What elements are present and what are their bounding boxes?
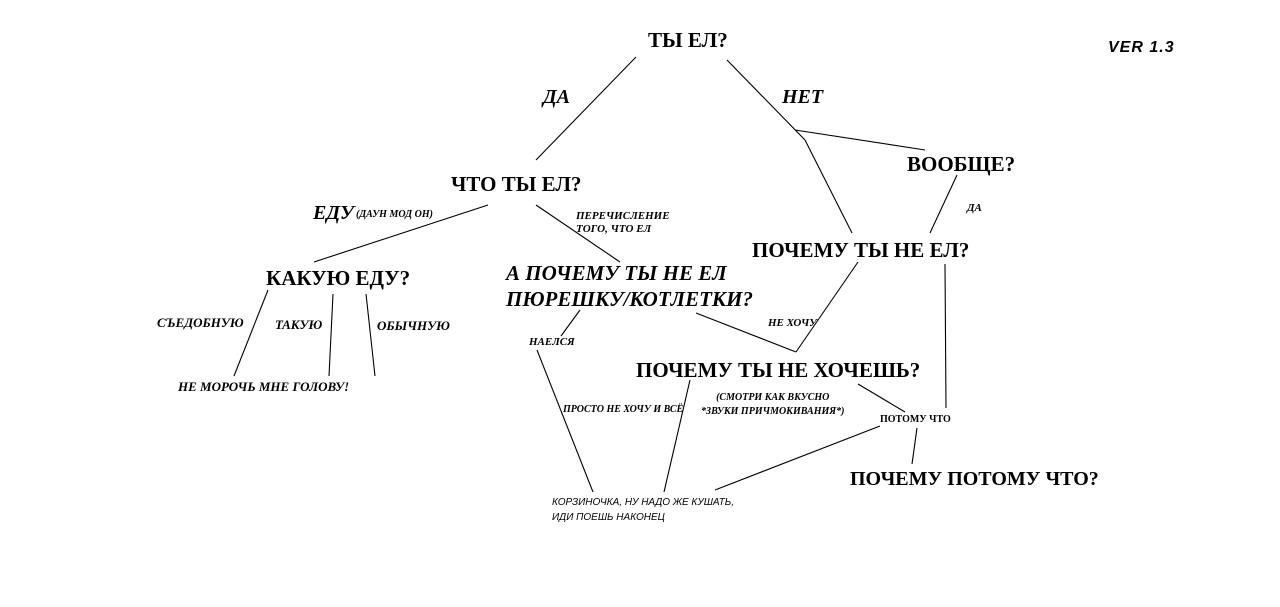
edge-branch-at-all: [794, 129, 926, 151]
answer-dont-bother: НЕ МОРОЧЬ МНЕ ГОЛОВУ!: [178, 379, 350, 394]
edge-full-basket: [536, 349, 594, 493]
edge-food-ordinary: [365, 293, 376, 377]
answer-food: ЕДУ: [313, 202, 354, 224]
answer-dont-want: НЕ ХОЧУ: [768, 317, 817, 329]
answer-listing: ПЕРЕЧИСЛЕНИЕ ТОГО, ЧТО ЕЛ: [576, 210, 670, 236]
answer-yes-small: ДА: [967, 202, 982, 214]
answer-yes: ДА: [543, 86, 571, 108]
answer-edible: СЪЕДОБНУЮ: [157, 315, 244, 330]
edge-at-all-yes: [929, 174, 958, 234]
answer-no: НЕТ: [782, 86, 824, 108]
question-what-food: КАКУЮ ЕДУ?: [266, 266, 411, 290]
edge-why-not-dont-want: [795, 261, 859, 353]
edge-food-edible: [233, 289, 269, 377]
edge-what-ate-listing: [535, 204, 621, 263]
answer-ordinary: ОБЫЧНУЮ: [377, 318, 450, 333]
edge-puree-dont-want: [695, 312, 797, 353]
edge-why-not-because: [944, 263, 947, 409]
edge-puree-full: [560, 309, 581, 337]
answer-just-dont-want: ПРОСТО НЕ ХОЧУ И ВСЁ: [563, 404, 684, 415]
edge-what-ate-food: [313, 204, 489, 263]
edge-dont-want-because: [857, 383, 906, 413]
question-at-all: ВООБЩЕ?: [907, 152, 1016, 176]
edge-ate-yes: [535, 56, 637, 161]
edge-no-to-why-not: [804, 139, 853, 234]
edge-food-such: [328, 293, 334, 377]
question-why-dont-want: ПОЧЕМУ ТЫ НЕ ХОЧЕШЬ?: [636, 358, 921, 382]
answer-food-note: (ДАУН МОД ОН): [356, 209, 433, 220]
answer-basket: КОРЗИНОЧКА, НУ НАДО ЖЕ КУШАТЬ, ИДИ ПОЕШЬ…: [552, 497, 734, 523]
version-label: VER 1.3: [1108, 39, 1175, 56]
question-why-not-puree: А ПОЧЕМУ ТЫ НЕ ЕЛ ПЮРЕШКУ/КОТЛЕТКИ?: [506, 261, 753, 312]
edge-because-basket: [714, 425, 881, 491]
answer-because: ПОТОМУ ЧТО: [880, 414, 951, 425]
answer-such: ТАКУЮ: [275, 317, 323, 332]
answer-look-tasty: (СМОТРИ КАК ВКУСНО *ЗВУКИ ПРИЧМОКИВАНИЯ*…: [701, 392, 845, 417]
question-why-not-ate: ПОЧЕМУ ТЫ НЕ ЕЛ?: [752, 238, 970, 262]
question-ate: ТЫ ЕЛ?: [648, 28, 728, 52]
edge-ate-no: [726, 59, 806, 141]
edge-because-why-because: [911, 427, 918, 465]
edge-dont-want-basket: [663, 379, 691, 493]
question-why-because: ПОЧЕМУ ПОТОМУ ЧТО?: [850, 468, 1099, 490]
answer-full: НАЕЛСЯ: [529, 336, 575, 348]
question-what-ate: ЧТО ТЫ ЕЛ?: [451, 172, 582, 196]
